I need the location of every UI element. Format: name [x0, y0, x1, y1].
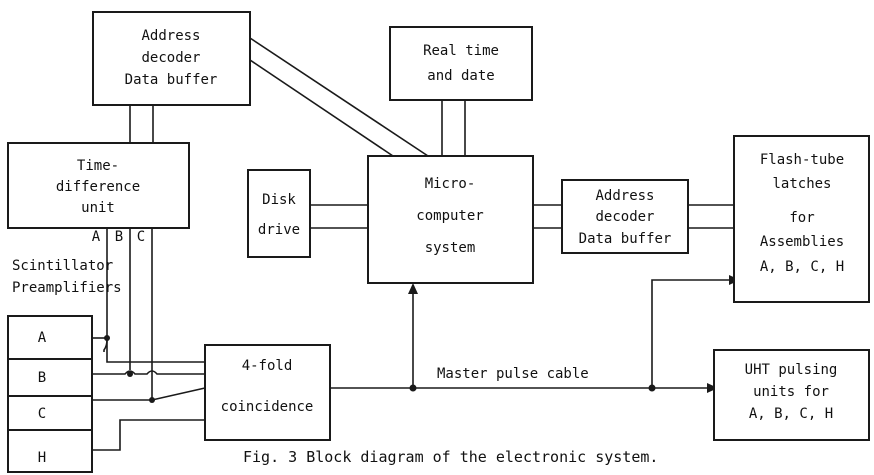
time-difference-block: Time- difference unit [7, 142, 190, 229]
master-pulse-label: Master pulse cable [437, 366, 589, 382]
channel-b-label: B [115, 229, 123, 245]
time-difference-line3: unit [81, 200, 115, 216]
address-decoder-top-line2: decoder [141, 50, 200, 66]
time-difference-line2: difference [56, 179, 140, 195]
preamp-c-label: C [38, 406, 46, 422]
disk-drive-line1: Disk [262, 192, 296, 208]
address-decoder-top-line3: Data buffer [125, 72, 218, 88]
preamp-a-label: A [38, 330, 47, 346]
flash-tube-line5: A, B, C, H [760, 259, 844, 275]
flash-tube-line3: for [789, 210, 814, 226]
coincidence-block: 4-fold coincidence [204, 344, 331, 441]
flash-tube-line1: Flash-tube [760, 152, 844, 168]
uht-line3: A, B, C, H [749, 406, 833, 422]
preamp-h-label: H [38, 450, 46, 466]
preamp-b-label: B [38, 370, 46, 386]
flash-tube-line2: latches [772, 176, 831, 192]
address-decoder-right-line3: Data buffer [579, 231, 672, 247]
channel-a-label: A [92, 229, 101, 245]
disk-drive-block: Disk drive [247, 169, 311, 258]
flash-tube-line4: Assemblies [760, 234, 844, 250]
preamplifier-stack: A B C H [7, 315, 93, 473]
microcomputer-block: Micro- computer system [367, 155, 534, 284]
disk-drive-line2: drive [258, 222, 300, 238]
address-decoder-top-block: Address decoder Data buffer [92, 11, 251, 106]
preamplifiers-label: Preamplifiers [12, 280, 122, 296]
real-time-line2: and date [427, 68, 494, 84]
uht-block: UHT pulsing units for A, B, C, H [713, 349, 870, 441]
microcomputer-line3: system [425, 240, 476, 256]
time-difference-line1: Time- [77, 158, 119, 174]
uht-line1: UHT pulsing [745, 362, 838, 378]
address-decoder-right-block: Address decoder Data buffer [561, 179, 689, 254]
junction-dots [104, 335, 656, 403]
uht-line2: units for [753, 384, 829, 400]
address-decoder-top-line1: Address [141, 28, 200, 44]
real-time-block: Real time and date [389, 26, 533, 101]
real-time-line1: Real time [423, 43, 499, 59]
figure-caption: Fig. 3 Block diagram of the electronic s… [243, 448, 658, 466]
address-decoder-right-line2: decoder [595, 209, 654, 225]
scintillator-label: Scintillator [12, 258, 113, 274]
microcomputer-line2: computer [416, 208, 483, 224]
flash-tube-block: Flash-tube latches for Assemblies A, B, … [733, 135, 870, 303]
address-decoder-right-line1: Address [595, 188, 654, 204]
microcomputer-line1: Micro- [425, 176, 476, 192]
coincidence-line1: 4-fold [242, 358, 293, 374]
channel-c-label: C [137, 229, 145, 245]
coincidence-line2: coincidence [221, 399, 314, 415]
